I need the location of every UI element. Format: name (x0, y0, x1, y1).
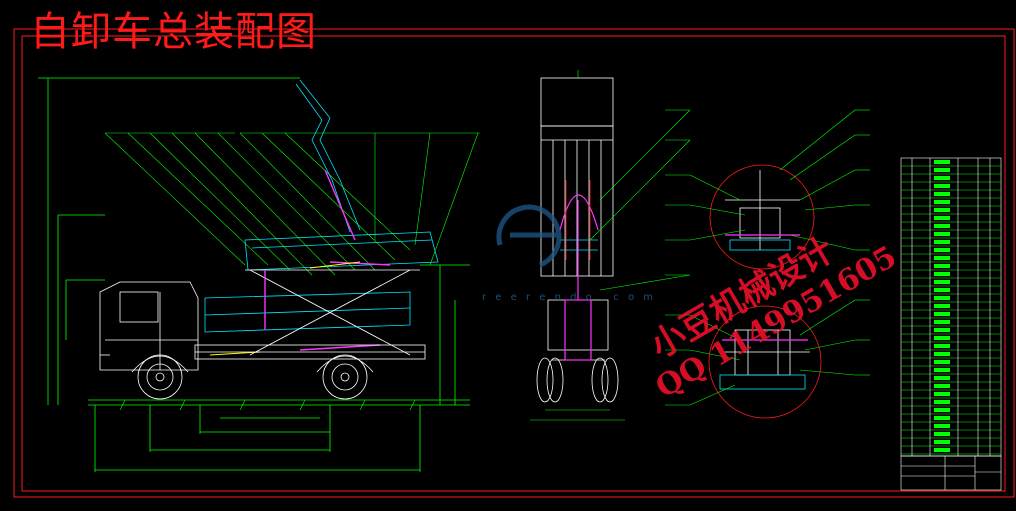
table-cell-mark (934, 424, 950, 428)
table-cell-mark (934, 440, 950, 444)
table-cell-mark (934, 328, 950, 332)
table-cell-mark (934, 360, 950, 364)
rear-view (530, 70, 625, 421)
table-cell-mark (934, 384, 950, 388)
table-cell-mark (934, 288, 950, 292)
detail-b (708, 305, 822, 419)
table-cell-mark (934, 312, 950, 316)
table-cell-mark (934, 344, 950, 348)
table-cell-mark (934, 352, 950, 356)
table-cell-mark (934, 320, 950, 324)
parts-table (900, 157, 1002, 457)
table-cell-mark (934, 368, 950, 372)
table-cell-mark (934, 232, 950, 236)
inner-frame (21, 35, 1006, 492)
table-cell-mark (934, 248, 950, 252)
table-cell-mark (934, 208, 950, 212)
table-cell-mark (934, 168, 950, 172)
table-cell-mark (934, 216, 950, 220)
table-cell-mark (934, 280, 950, 284)
table-cell-mark (934, 264, 950, 268)
table-cell-mark (934, 304, 950, 308)
table-cell-mark (934, 176, 950, 180)
table-cell-mark (934, 184, 950, 188)
table-cell-mark (934, 336, 950, 340)
table-cell-mark (934, 192, 950, 196)
detail-callouts (589, 109, 870, 406)
outer-frame (13, 28, 1015, 498)
detail-a (709, 164, 815, 270)
table-cell-mark (934, 432, 950, 436)
table-cell-mark (934, 160, 950, 164)
table-cell-mark (934, 392, 950, 396)
table-cell-mark (934, 448, 950, 452)
table-cell-mark (934, 224, 950, 228)
table-cell-mark (934, 256, 950, 260)
table-cell-mark (934, 416, 950, 420)
table-cell-mark (934, 200, 950, 204)
table-cell-mark (934, 296, 950, 300)
table-cell-mark (934, 240, 950, 244)
drawing-title: 自卸车总装配图 (30, 9, 317, 55)
table-cell-mark (934, 400, 950, 404)
side-view (38, 77, 480, 472)
title-block (900, 455, 1002, 491)
table-cell-mark (934, 272, 950, 276)
table-cell-mark (934, 376, 950, 380)
site-mark: r e e r e n d o . c o m (482, 292, 656, 303)
table-cell-mark (934, 408, 950, 412)
logo-mark (496, 204, 562, 268)
